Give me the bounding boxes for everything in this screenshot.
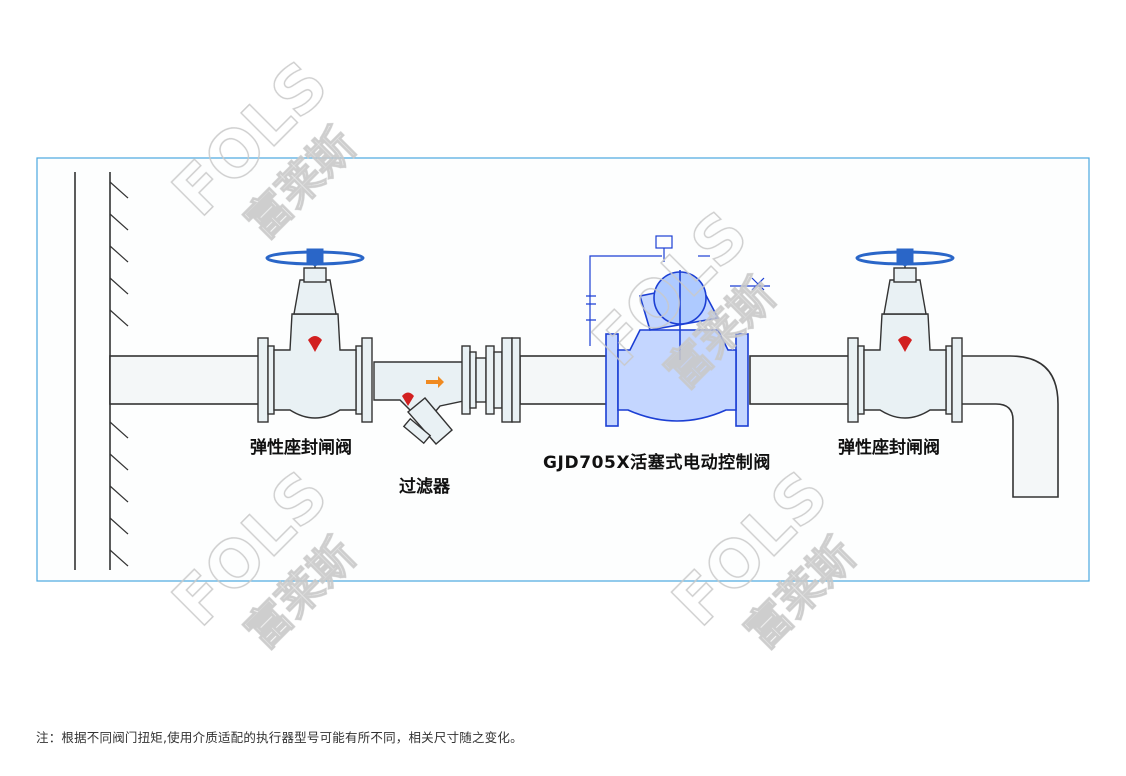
- handwheel-icon: [855, 248, 955, 266]
- label-filter: 过滤器: [399, 476, 451, 497]
- handwheel-icon: [265, 248, 365, 266]
- gate-valve-left: [257, 248, 373, 423]
- label-gate-valve-right: 弹性座封闸阀: [838, 437, 940, 458]
- label-gate-valve-left: 弹性座封闸阀: [250, 437, 352, 458]
- label-control-valve: GJD705X活塞式电动控制阀: [543, 452, 771, 473]
- brand-logo-icon: [402, 392, 414, 406]
- filter: [373, 337, 521, 445]
- brand-logo-icon: [308, 336, 322, 352]
- pipeline: [109, 355, 1059, 498]
- wall: [74, 172, 129, 570]
- footnote: 注：根据不同阀门扭矩,使用介质适配的执行器型号可能有所不同，相关尺寸随之变化。: [36, 730, 523, 745]
- brand-logo-icon: [898, 336, 912, 352]
- gate-valve-right: [847, 248, 963, 423]
- control-valve: [586, 235, 770, 427]
